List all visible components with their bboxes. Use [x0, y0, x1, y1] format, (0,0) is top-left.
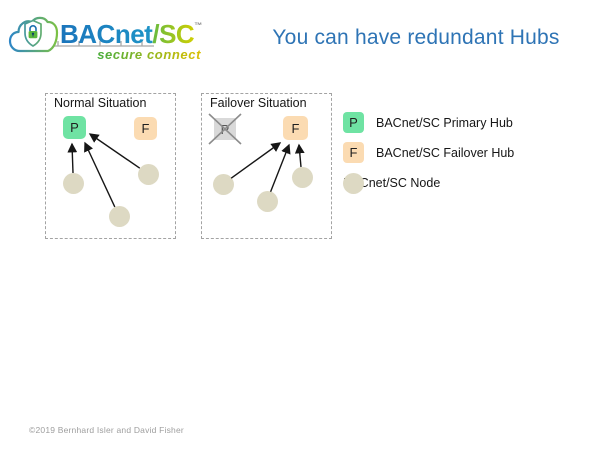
- legend-label: BACnet/SC Node: [343, 176, 441, 190]
- normal-situation-label: Normal Situation: [54, 96, 147, 110]
- node-circle: [256, 190, 278, 212]
- bacnet-sc-logo: BACnet/SC™ secure connect: [8, 10, 218, 70]
- legend-label: BACnet/SC Failover Hub: [376, 145, 515, 160]
- legend: P BACnet/SC Primary Hub F BACnet/SC Fail…: [343, 112, 563, 212]
- normal-situation-box: Normal Situation P F: [45, 93, 176, 239]
- logo-wordmark: BACnet/SC™: [60, 19, 202, 49]
- legend-item-node: BACnet/SC Node: [343, 172, 441, 194]
- logo-tagline: secure connect: [97, 47, 201, 62]
- copyright-text: ©2019 Bernhard Isler and David Fisher: [29, 425, 184, 435]
- legend-label: BACnet/SC Primary Hub: [376, 115, 513, 130]
- normal-primary-hub: P: [63, 116, 86, 139]
- node-circle: [62, 172, 84, 194]
- failover-connection-arrows: [230, 142, 305, 192]
- node-circle: [291, 166, 313, 188]
- failover-hub-symbol: F: [343, 142, 364, 163]
- node-symbol: [343, 172, 364, 194]
- legend-item-failover-hub: F BACnet/SC Failover Hub: [343, 142, 514, 163]
- failover-situation-label: Failover Situation: [210, 96, 307, 110]
- primary-hub-symbol: P: [343, 112, 364, 133]
- node-circle: [212, 173, 234, 195]
- normal-failover-hub: F: [134, 117, 157, 140]
- logo-trademark: ™: [194, 21, 202, 30]
- node-circle: [108, 205, 130, 227]
- cloud-shield-lock-icon: [8, 16, 59, 53]
- bacnet-sc-logo-graphic: BACnet/SC™ secure connect: [8, 16, 202, 62]
- failover-failed-primary-hub: P: [214, 118, 236, 140]
- legend-item-primary-hub: P BACnet/SC Primary Hub: [343, 112, 513, 133]
- failover-situation-box: Failover Situation P F: [201, 93, 332, 239]
- slide-title: You can have redundant Hubs: [272, 26, 560, 49]
- logo-suffix-text: /SC: [152, 19, 195, 49]
- failover-active-hub: F: [283, 116, 308, 140]
- node-circle: [137, 163, 159, 185]
- logo-brand-text: BACnet: [60, 19, 153, 49]
